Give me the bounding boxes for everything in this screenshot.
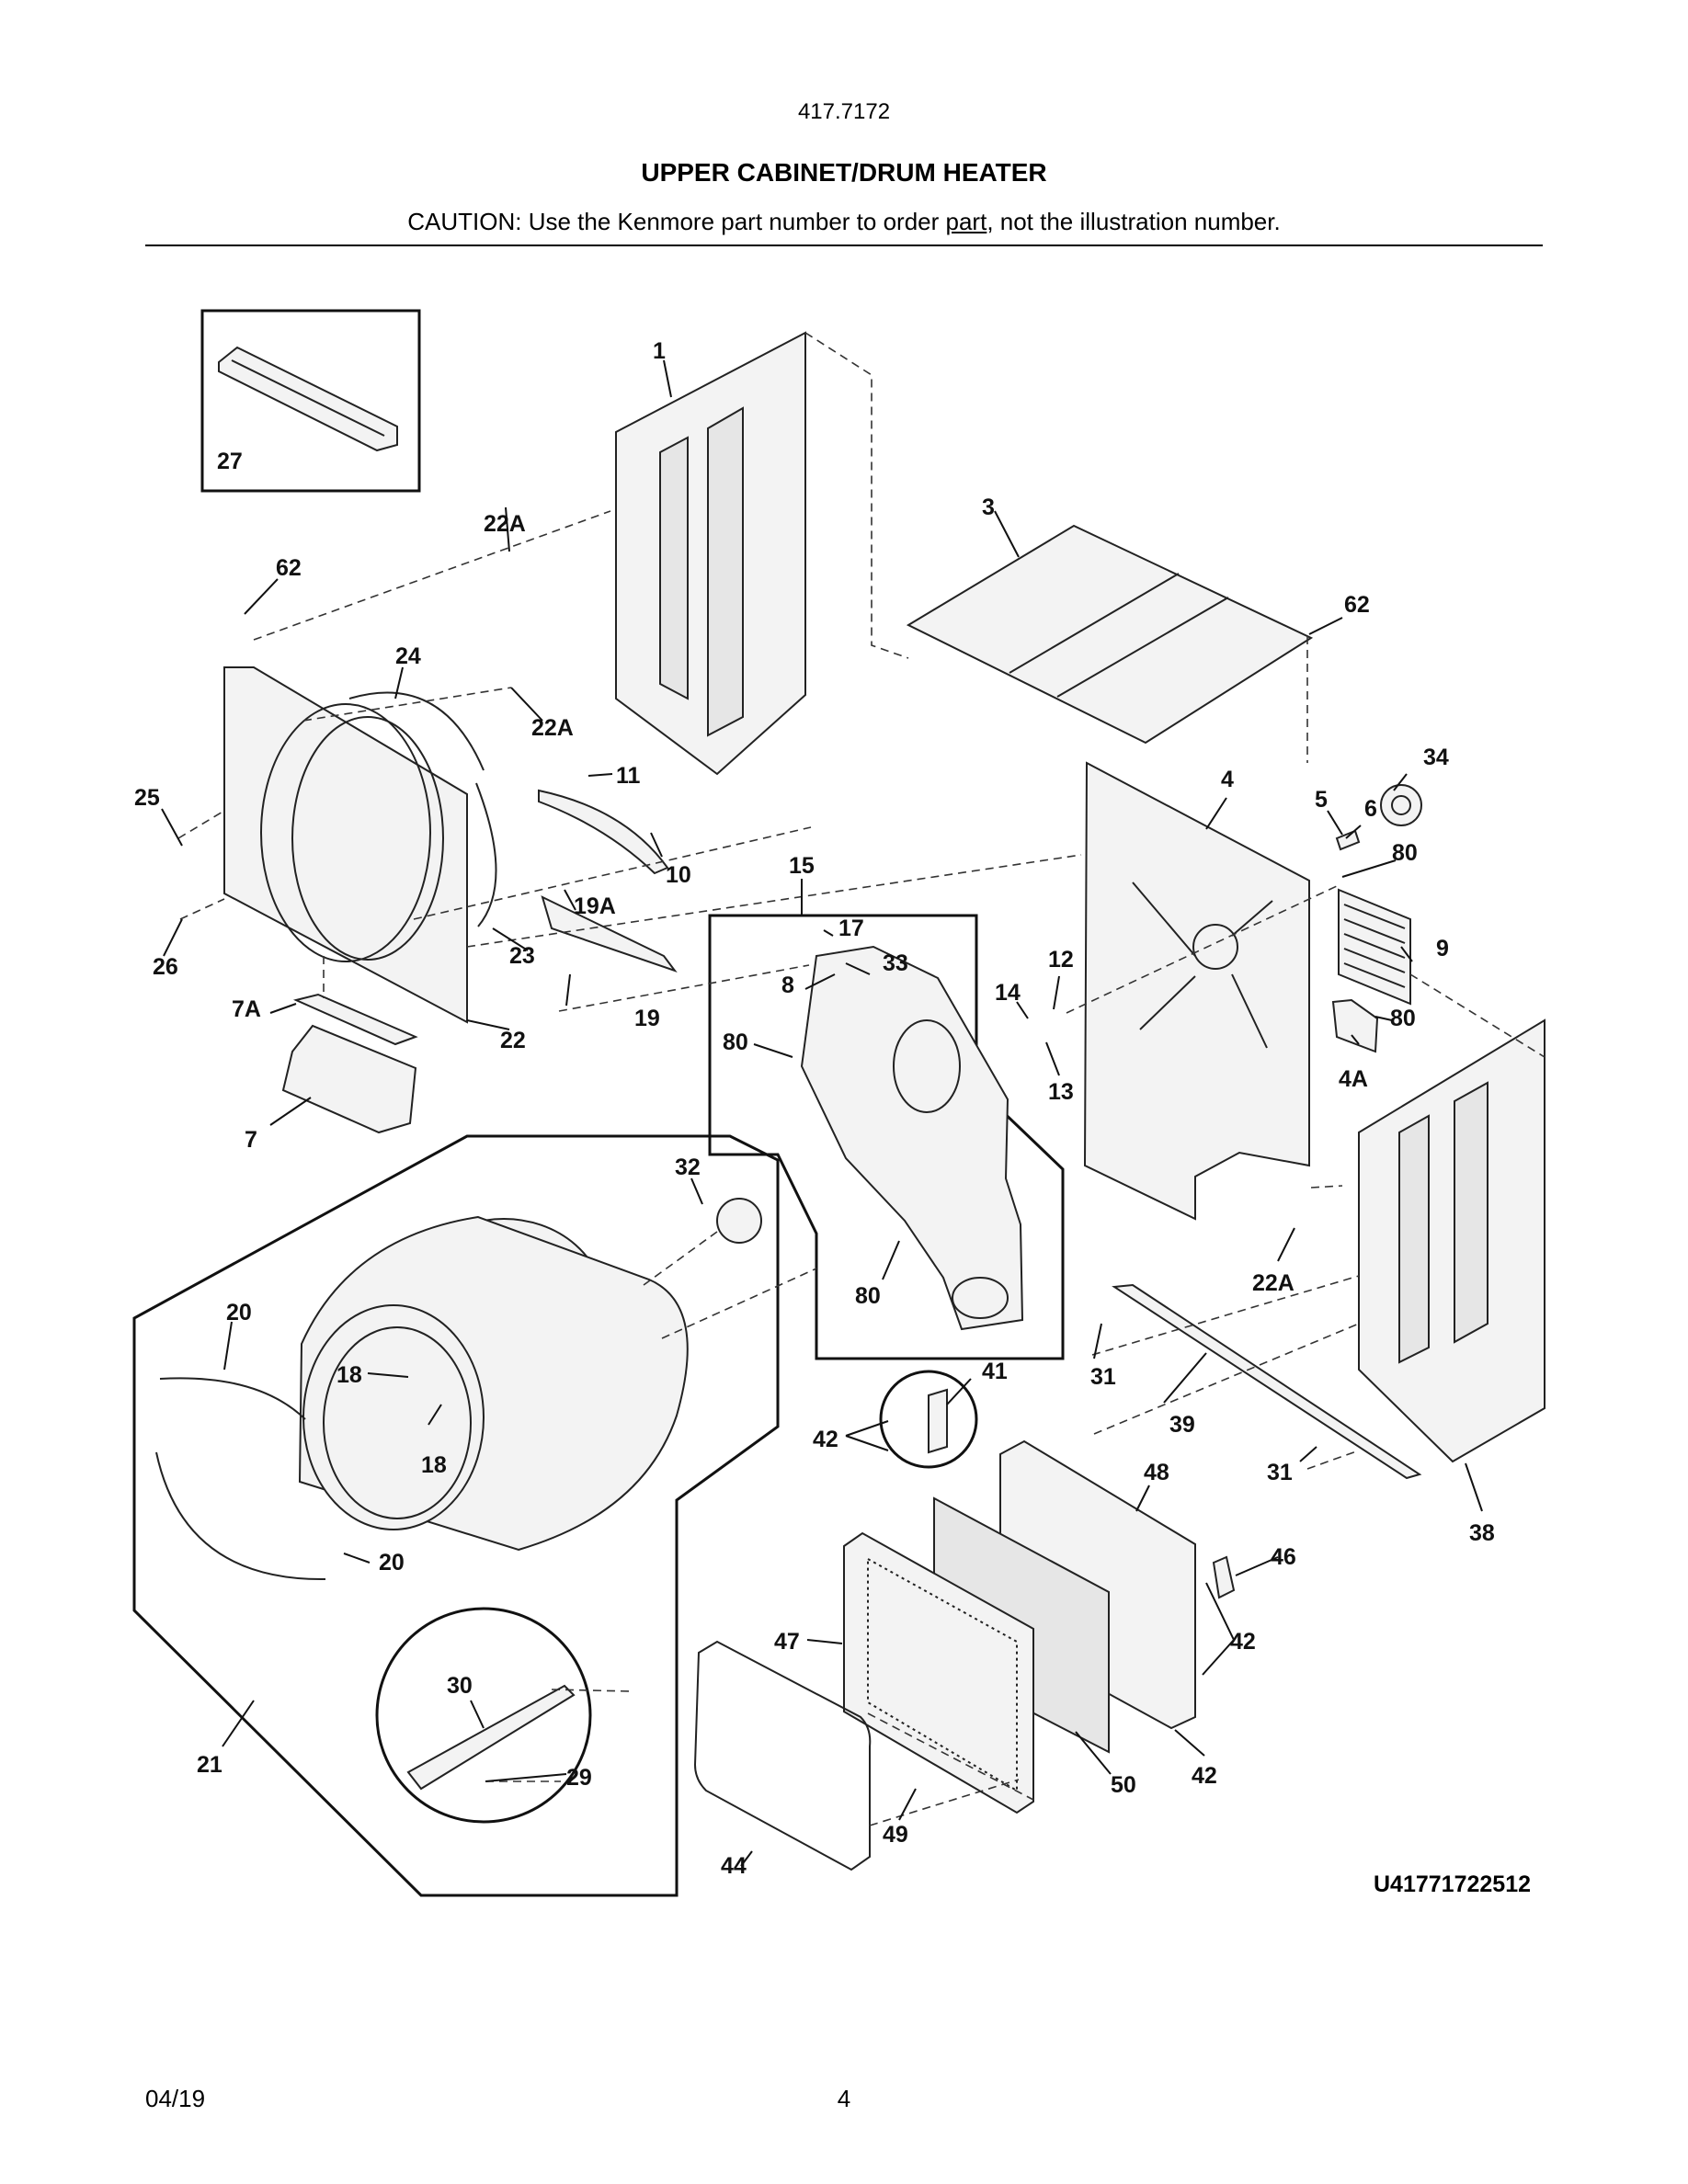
- callout-4: 4: [1221, 767, 1234, 792]
- footer-date: 04/19: [145, 2085, 206, 2112]
- callout-8: 8: [781, 973, 794, 998]
- callout-22A-right: 22A: [1252, 1270, 1295, 1296]
- callout-20-upper: 20: [226, 1300, 252, 1325]
- caution-text-after: , not the illustration number.: [987, 208, 1281, 235]
- bulkhead: [1083, 761, 1310, 1221]
- caution-text-before: CAUTION: Use the Kenmore part number to …: [407, 208, 946, 235]
- callout-62-right: 62: [1344, 592, 1370, 618]
- door-inner: [843, 1531, 1034, 1814]
- callout-24: 24: [395, 643, 421, 669]
- callout-14: 14: [995, 980, 1021, 1006]
- callout-6: 6: [1364, 796, 1377, 822]
- diagram-id: U41771722512: [1374, 1871, 1531, 1897]
- callout-80-grille-top: 80: [1392, 840, 1418, 866]
- callout-80-grille-bottom: 80: [1390, 1006, 1416, 1031]
- inset-box-lint-filter: [200, 309, 421, 493]
- callout-38: 38: [1469, 1520, 1495, 1546]
- inset-box-blower: [708, 914, 1065, 1360]
- callout-26: 26: [153, 954, 178, 980]
- callout-32: 32: [675, 1155, 701, 1180]
- callout-9: 9: [1436, 936, 1449, 961]
- exhaust-grille: [1331, 888, 1411, 1053]
- callout-42-hinge: 42: [813, 1427, 838, 1452]
- callout-39: 39: [1169, 1412, 1195, 1438]
- callout-17: 17: [838, 916, 864, 941]
- callout-19A: 19A: [574, 893, 616, 919]
- baffle-inset: [375, 1607, 592, 1824]
- callout-23: 23: [509, 943, 535, 969]
- callout-5: 5: [1315, 787, 1328, 813]
- callout-31-right: 31: [1267, 1460, 1293, 1485]
- caution-note: CAUTION: Use the Kenmore part number to …: [0, 208, 1688, 236]
- callout-7: 7: [245, 1127, 257, 1153]
- callout-80-blower-bottom: 80: [855, 1283, 881, 1309]
- door-gasket: [693, 1640, 872, 1871]
- callout-30: 30: [447, 1673, 473, 1699]
- hinge-inset: [879, 1370, 978, 1469]
- top-panel: [906, 524, 1314, 745]
- drum-assembly-box: [132, 1134, 780, 1897]
- callout-31-left: 31: [1090, 1364, 1116, 1390]
- page-title: UPPER CABINET/DRUM HEATER: [641, 158, 1047, 187]
- side-panel: [1358, 1018, 1545, 1463]
- side-rail: [1112, 1283, 1422, 1480]
- callout-22A-middle: 22A: [531, 715, 574, 741]
- door-seal: [348, 691, 497, 927]
- callout-19: 19: [634, 1006, 660, 1031]
- callout-41: 41: [982, 1359, 1008, 1384]
- lint-housing: [541, 895, 678, 973]
- door-catch: [1212, 1555, 1236, 1599]
- callout-27: 27: [217, 449, 243, 474]
- callout-leaders: [161, 359, 1483, 1867]
- callout-44: 44: [721, 1853, 747, 1879]
- callout-7A: 7A: [232, 996, 261, 1022]
- callout-34: 34: [1423, 745, 1449, 770]
- callout-18-lower: 18: [421, 1452, 447, 1478]
- callout-46: 46: [1271, 1544, 1296, 1570]
- lint-trim: [538, 789, 669, 875]
- model-number: 417.7172: [797, 99, 891, 124]
- callout-25: 25: [134, 785, 160, 811]
- callout-29: 29: [566, 1765, 592, 1791]
- rear-panel: [615, 331, 806, 776]
- callout-20-lower: 20: [379, 1550, 405, 1575]
- callout-33: 33: [883, 950, 908, 976]
- callout-11: 11: [616, 763, 641, 789]
- callout-4A: 4A: [1339, 1066, 1368, 1092]
- callout-18-upper: 18: [336, 1362, 362, 1388]
- front-panel: [223, 666, 468, 1024]
- callout-62-left: 62: [276, 555, 302, 581]
- callout-80-blower-left: 80: [723, 1029, 748, 1055]
- callout-48: 48: [1144, 1460, 1169, 1485]
- callout-49: 49: [883, 1822, 908, 1848]
- callout-13: 13: [1048, 1079, 1074, 1105]
- callout-21: 21: [197, 1752, 222, 1778]
- assembly-guide-lines: [177, 332, 1545, 1826]
- callout-42-door-right: 42: [1230, 1629, 1256, 1655]
- callout-42-door-bottom: 42: [1192, 1763, 1217, 1789]
- lint-duct: [281, 993, 418, 1134]
- callout-10: 10: [666, 862, 691, 888]
- callout-3: 3: [982, 495, 995, 520]
- caution-part-word: part: [945, 208, 987, 235]
- callout-22A-top: 22A: [484, 511, 526, 537]
- callout-50: 50: [1111, 1772, 1136, 1798]
- callout-15: 15: [789, 853, 815, 879]
- callout-22: 22: [500, 1028, 526, 1053]
- callout-labels: 1 3 4 4A 5 6 7 7A 8 9 10 11 12 13 14 15 …: [134, 338, 1495, 1879]
- callout-1: 1: [653, 338, 666, 364]
- header-rule: [145, 245, 1543, 246]
- callout-47: 47: [774, 1629, 800, 1655]
- page-number: 4: [837, 2085, 851, 2112]
- callout-12: 12: [1048, 947, 1074, 973]
- heater-port: [1335, 784, 1422, 851]
